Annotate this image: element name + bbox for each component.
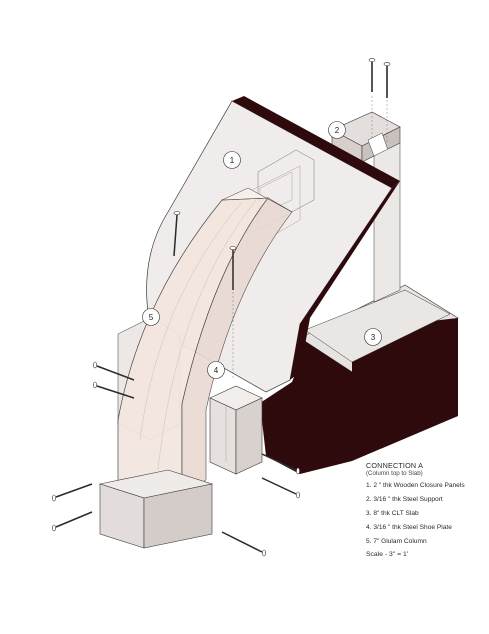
fasteners	[52, 58, 391, 557]
callout-4: 4	[207, 361, 225, 379]
callout-5: 5	[142, 308, 160, 326]
callout-3: 3	[364, 328, 382, 346]
screw-right-2	[261, 477, 300, 499]
legend-item: 1. 2 " thk Wooden Closure Panels	[366, 482, 465, 490]
clt-slab	[260, 284, 459, 474]
screw-left-lower-1	[52, 483, 93, 502]
callout-2: 2	[328, 121, 346, 139]
legend-subtitle: (Column top to Slab)	[366, 470, 423, 478]
screw-panel-right	[229, 246, 237, 290]
screw-left-mid	[93, 381, 135, 399]
legend-item: 5. 7" Glulam Column	[366, 537, 427, 545]
legend-item: 4. 3/16 " thk Steel Shoe Plate	[366, 523, 452, 531]
callout-1: 1	[223, 151, 241, 169]
steel-shoe-plate	[209, 385, 263, 475]
glulam-column	[98, 187, 293, 549]
screw-left-upper	[93, 361, 135, 381]
legend-title: CONNECTION A	[366, 461, 424, 470]
svg-text:5: 5	[149, 313, 154, 322]
legend-item: 3. 8" thk CLT Slab	[366, 509, 419, 517]
screw-left-lower-2	[52, 511, 93, 532]
legend: CONNECTION A (Column top to Slab) 1. 2 "…	[366, 462, 484, 559]
screw-panel-left	[173, 211, 181, 257]
svg-text:4: 4	[214, 366, 219, 375]
svg-text:2: 2	[335, 126, 340, 135]
screw-top-right	[383, 62, 391, 98]
legend-scale: Scale - 3" = 1'	[366, 551, 409, 559]
svg-text:3: 3	[371, 333, 376, 342]
screw-right-1	[261, 453, 300, 475]
screw-bottom	[221, 531, 266, 557]
legend-item: 2. 3/16 " thk Steel Support	[366, 496, 443, 504]
screw-top-left	[368, 58, 376, 92]
svg-text:1: 1	[230, 156, 235, 165]
